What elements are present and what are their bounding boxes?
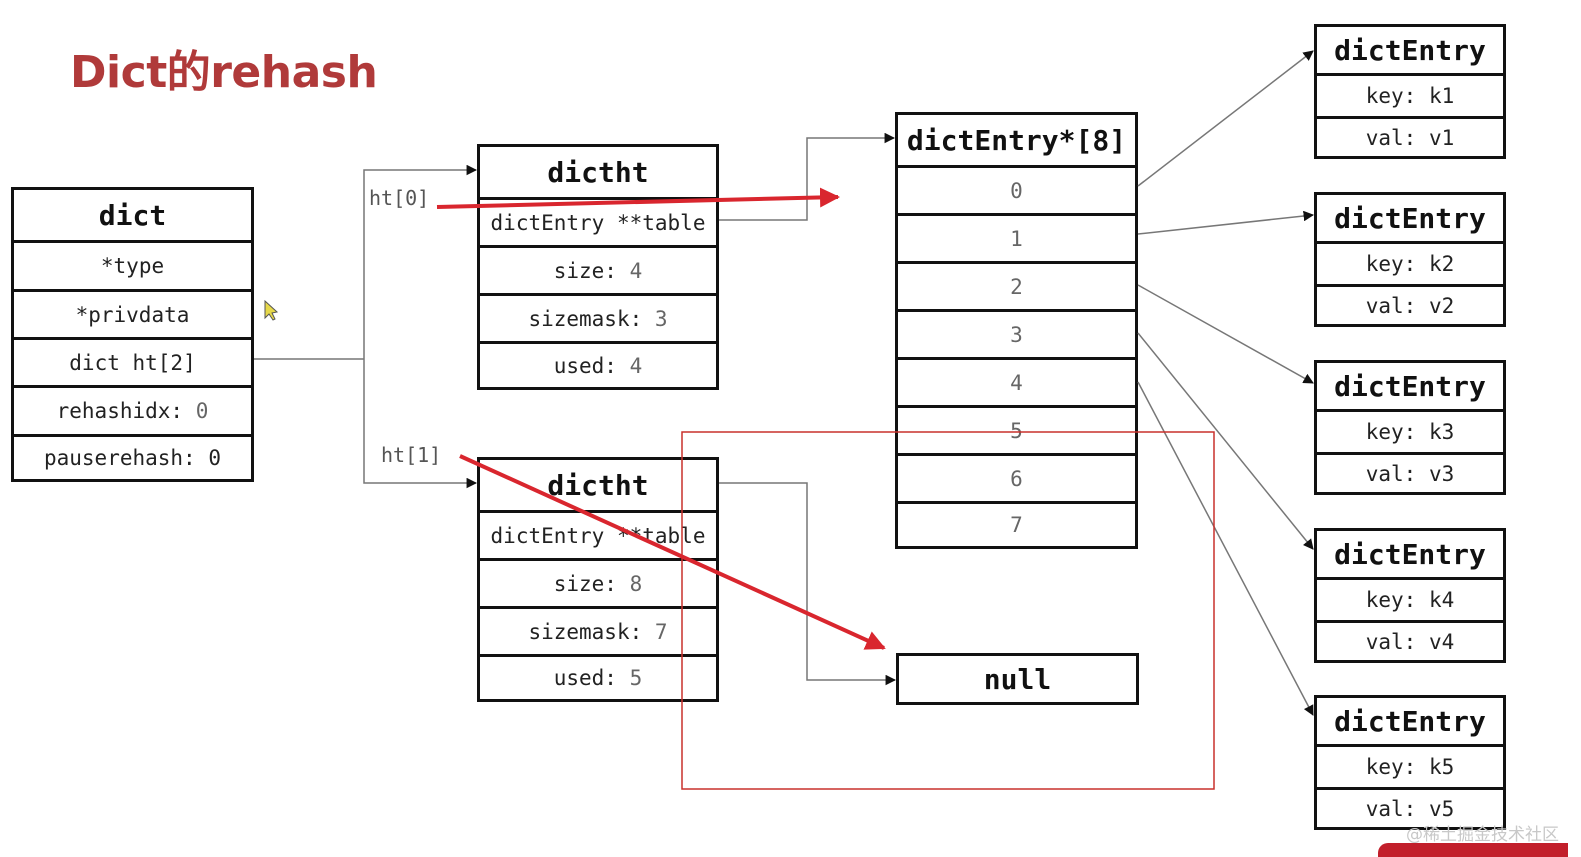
dictht-ht1-size: size: 8 (480, 558, 716, 606)
sizemask-value: 3 (654, 306, 668, 331)
dict-struct: dict *type *privdata dict ht[2] rehashid… (11, 187, 254, 482)
slot-to-k4-connector (1137, 332, 1314, 550)
sizemask-label: sizemask: (528, 619, 643, 644)
ht0-label: ht[0] (369, 186, 430, 210)
dictht-ht1: dictht dictEntry **table size: 8 sizemas… (477, 457, 719, 702)
dictentry-header: dictEntry (1334, 33, 1486, 67)
size-value: 8 (629, 571, 643, 596)
used-label: used: (553, 353, 617, 378)
array-slot: 0 (898, 165, 1135, 213)
dictentry-val: val: v5 (1317, 787, 1503, 827)
used-value: 5 (629, 666, 643, 690)
dict-rehashidx-field: rehashidx: 0 (14, 385, 251, 434)
dictht-ht1-table: dictEntry **table (480, 510, 716, 558)
array-slot: 3 (898, 309, 1135, 357)
dictentry-k2: dictEntry key: k2 val: v2 (1314, 192, 1506, 327)
dictht-ht1-header: dictht (547, 468, 649, 502)
dictentry-key: key: k4 (1317, 577, 1503, 620)
slot-to-k2-connector (1137, 210, 1315, 235)
dictentry-val: val: v3 (1317, 452, 1503, 492)
annotation-arrow (436, 187, 840, 209)
dictentry-k4: dictEntry key: k4 val: v4 (1314, 528, 1506, 663)
array-slot: 4 (898, 357, 1135, 405)
dictentry-k3: dictEntry key: k3 val: v3 (1314, 360, 1506, 495)
dictht-ht0-size: size: 4 (480, 245, 716, 293)
dictentry-header: dictEntry (1334, 201, 1486, 235)
array-slot: 2 (898, 261, 1135, 309)
dictentry-val: val: v2 (1317, 284, 1503, 324)
page-title: Dict的rehash (70, 47, 378, 98)
dictentry-val: val: v4 (1317, 620, 1503, 660)
dictentry-key: key: k5 (1317, 744, 1503, 787)
null-box: null (896, 653, 1139, 705)
slot-to-k1-connector (1137, 50, 1314, 187)
dictht-ht0-header: dictht (547, 155, 649, 189)
null-label: null (983, 662, 1052, 696)
highlight-box (681, 431, 1215, 790)
rehashidx-value: 0 (195, 399, 209, 423)
dictentry-val: val: v1 (1317, 116, 1503, 156)
dictentry-header: dictEntry (1334, 369, 1486, 403)
ht1-label: ht[1] (381, 443, 442, 467)
used-label: used: (553, 666, 617, 690)
slot-to-k5-connector (1137, 381, 1314, 716)
dict-ht-field: dict ht[2] (14, 337, 251, 385)
size-value: 4 (629, 258, 643, 283)
dict-privdata-field: *privdata (14, 289, 251, 337)
dict-header: dict (98, 198, 167, 232)
size-label: size: (553, 258, 617, 283)
dict-pauserehash-field: pauserehash: 0 (14, 434, 251, 479)
array-header: dictEntry*[8] (906, 123, 1127, 157)
corner-accent-bar (1378, 843, 1568, 857)
rehashidx-label: rehashidx: (56, 399, 184, 423)
dictht-ht1-used: used: 5 (480, 654, 716, 699)
dictentry-k5: dictEntry key: k5 val: v5 (1314, 695, 1506, 830)
cursor-icon (264, 299, 279, 321)
size-label: size: (553, 571, 617, 596)
watermark: @稀土掘金技术社区 (1406, 825, 1559, 845)
dictentry-key: key: k1 (1317, 73, 1503, 116)
sizemask-label: sizemask: (528, 306, 643, 331)
array-slot: 6 (898, 453, 1135, 501)
array-slot: 7 (898, 501, 1135, 546)
slot-to-k3-connector (1137, 284, 1314, 384)
dictentry-k1: dictEntry key: k1 val: v1 (1314, 24, 1506, 159)
dictentry-header: dictEntry (1334, 537, 1486, 571)
dictht-ht0-sizemask: sizemask: 3 (480, 293, 716, 341)
ht0-connector (363, 164, 478, 359)
dictentry-key: key: k3 (1317, 409, 1503, 452)
dictht-ht0-used: used: 4 (480, 341, 716, 387)
ht1-connector (363, 359, 478, 489)
array-slot: 5 (898, 405, 1135, 453)
dictentry-header: dictEntry (1334, 704, 1486, 738)
dictht-ht1-sizemask: sizemask: 7 (480, 606, 716, 654)
used-value: 4 (629, 353, 643, 378)
ht1-table-connector (719, 482, 897, 686)
annotation-arrow (459, 454, 886, 650)
dictentry-array: dictEntry*[8] 0 1 2 3 4 5 6 7 (895, 112, 1138, 549)
array-slot: 1 (898, 213, 1135, 261)
dictentry-key: key: k2 (1317, 241, 1503, 284)
dictht-ht0: dictht dictEntry **table size: 4 sizemas… (477, 144, 719, 390)
dict-type-field: *type (14, 240, 251, 289)
sizemask-value: 7 (654, 619, 668, 644)
dictht-ht0-table: dictEntry **table (480, 197, 716, 245)
ht0-table-connector (719, 132, 896, 221)
